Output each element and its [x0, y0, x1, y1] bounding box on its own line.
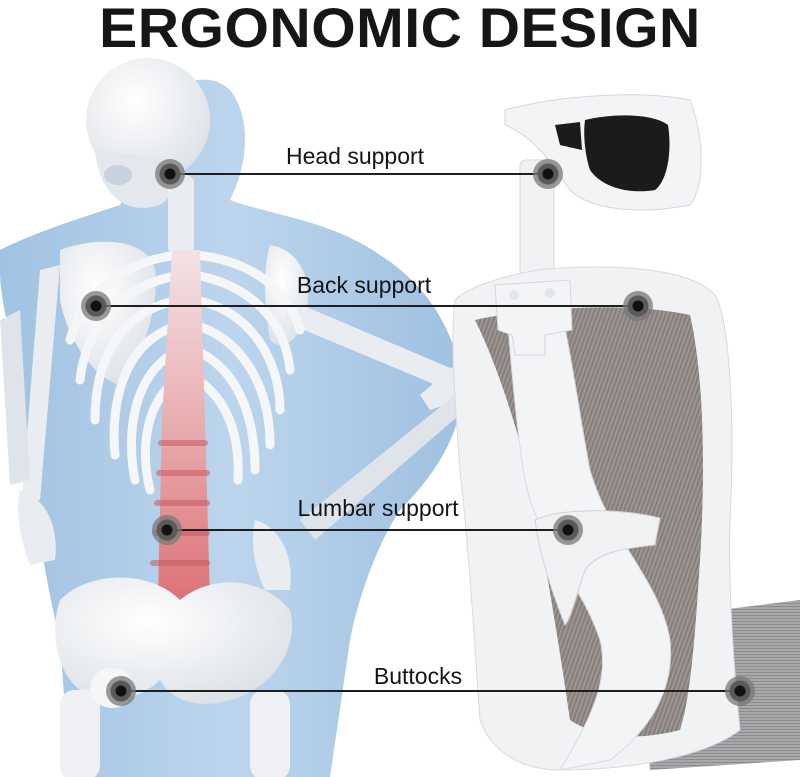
buttocks-marker-body [106, 676, 136, 706]
office-chair [452, 94, 800, 771]
lumbar-support-marker-chair [553, 515, 583, 545]
buttocks-marker-chair [725, 676, 755, 706]
back-support-marker-body [81, 291, 111, 321]
buttocks-line [121, 690, 740, 692]
buttocks-label: Buttocks [373, 663, 463, 689]
head-support-line [170, 173, 548, 175]
lumbar-support-line [167, 529, 568, 531]
head-support-marker-body [155, 159, 185, 189]
lumbar-support-label: Lumbar support [297, 495, 459, 521]
lumbar-support-marker-body [152, 515, 182, 545]
back-support-line [96, 305, 638, 307]
page-title: ERGONOMIC DESIGN [99, 0, 701, 59]
back-support-label: Back support [296, 272, 432, 298]
skeleton [0, 58, 470, 777]
back-support-marker-chair [623, 291, 653, 321]
head-support-label: Head support [285, 143, 425, 169]
head-support-marker-chair [533, 159, 563, 189]
